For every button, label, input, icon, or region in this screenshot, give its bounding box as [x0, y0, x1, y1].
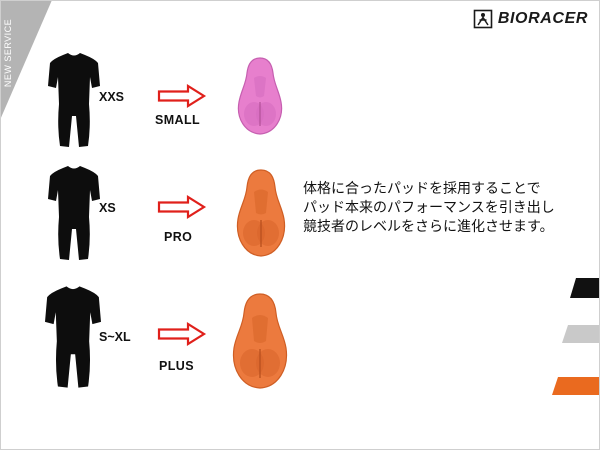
new-service-badge: NEW SERVICE: [0, 0, 60, 120]
pad-label-pro: PRO: [164, 230, 193, 244]
pad-label-small: SMALL: [155, 113, 201, 127]
pad-pro-icon: [236, 169, 286, 257]
pad-plus-icon: [232, 293, 288, 389]
arrow-right-icon: [157, 322, 207, 346]
size-label-s-xl: S~XL: [99, 330, 131, 344]
cycling-suit-xs-icon: [48, 166, 100, 260]
description-line-1: 体格に合ったパッドを採用することで: [303, 181, 541, 197]
cycling-suit-s-xl-icon: [45, 286, 101, 388]
bioracer-logo-icon: [473, 9, 493, 29]
new-service-text: NEW SERVICE: [3, 18, 14, 88]
size-label-xs: XS: [99, 201, 116, 215]
size-label-xxs: XXS: [99, 90, 125, 104]
badge-ribbon-shape: [0, 0, 52, 120]
brand-logo: BIORACER: [473, 9, 588, 29]
arrow-right-icon: [157, 84, 207, 108]
description-line-2: パッド本来のパフォーマンスを引き出し: [303, 200, 555, 216]
pad-small-icon: [237, 57, 283, 135]
pad-label-plus: PLUS: [159, 359, 194, 373]
description-line-3: 競技者のレベルをさらに進化させます。: [303, 219, 554, 235]
gray-stripe: [562, 325, 600, 343]
cycling-suit-xxs-icon: [48, 53, 100, 147]
description-text: 体格に合ったパッドを採用することで パッド本来のパフォーマンスを引き出し 競技者…: [303, 180, 593, 237]
black-stripe: [570, 278, 600, 298]
brand-name: BIORACER: [497, 10, 588, 27]
arrow-right-icon: [157, 195, 207, 219]
orange-stripe: [552, 377, 600, 395]
